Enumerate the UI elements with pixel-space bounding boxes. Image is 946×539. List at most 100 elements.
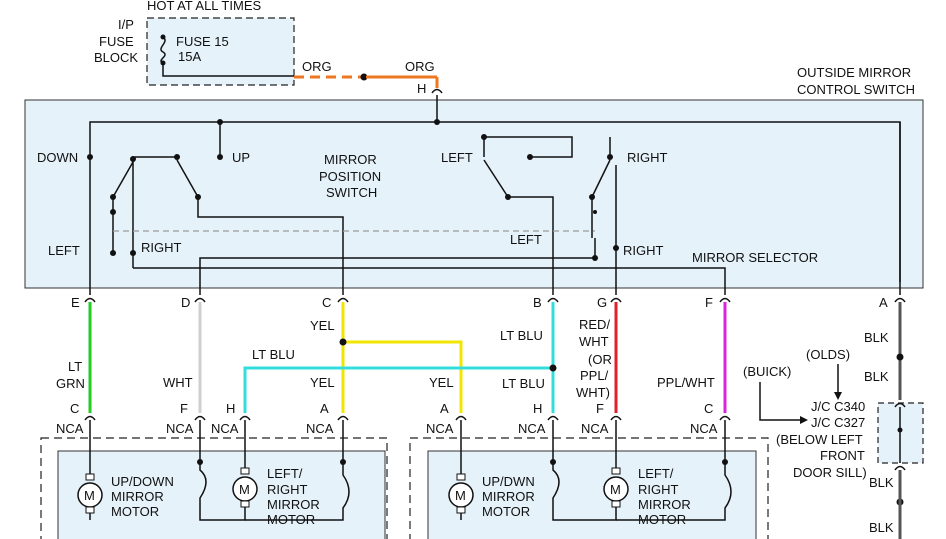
left-updown-label-2: MIRROR	[111, 489, 164, 504]
right-leftright-label-3: MIRROR	[638, 497, 691, 512]
nca-label-5: NCA	[426, 421, 454, 436]
red-wht-label-3: (OR	[588, 352, 612, 367]
lt-blu-cross-label: LT BLU	[252, 347, 295, 362]
switch-terminal-c: C	[322, 295, 331, 310]
left-mirror-inner	[57, 450, 386, 539]
org-label-left: ORG	[302, 59, 332, 74]
control-switch-internal-wiring	[87, 95, 901, 295]
junction-upper-connector	[894, 402, 906, 408]
mirror-selector-label: MIRROR SELECTOR	[692, 250, 818, 265]
hot-at-all-times-label: HOT AT ALL TIMES	[147, 0, 261, 13]
right-bottom-label: RIGHT	[623, 243, 664, 258]
blk-label-3: BLK	[869, 475, 894, 490]
motor-icon: M	[448, 473, 474, 514]
blk-label-2: BLK	[864, 369, 889, 384]
grn-label: GRN	[56, 376, 85, 391]
position-switch-label-2: POSITION	[319, 169, 381, 184]
motor-terminal-right-a: A	[440, 401, 449, 416]
motor-icon: M	[603, 467, 629, 508]
left-leftright-label-3: MIRROR	[267, 497, 320, 512]
motor-terminal-left-a: A	[320, 401, 329, 416]
yellow-splice-dot	[339, 338, 347, 346]
lt-blu-top-label: LT BLU	[500, 328, 543, 343]
junction-dot	[897, 427, 903, 433]
motor-icon: M	[232, 467, 258, 508]
lt-blu-wire-cross	[243, 366, 553, 413]
up-label: UP	[232, 150, 250, 165]
motor-terminal-left-c: C	[70, 401, 79, 416]
motor-icon: M	[77, 473, 103, 514]
red-wht-label-5: WHT)	[576, 385, 610, 400]
switch-terminal-e: E	[71, 295, 80, 310]
nca-label-2: NCA	[166, 421, 194, 436]
nca-label-4: NCA	[306, 421, 334, 436]
terminal-h-connector	[431, 88, 443, 94]
terminal-h-label: H	[417, 81, 426, 96]
right-updown-label-3: MOTOR	[482, 504, 530, 519]
control-switch-box	[24, 99, 924, 289]
position-switch-label-1: MIRROR	[324, 152, 377, 167]
blk-label-1: BLK	[864, 330, 889, 345]
switch-connectors	[84, 297, 906, 303]
svg-text:M: M	[84, 488, 95, 503]
right-updown-label-1: UP/DWN	[482, 474, 535, 489]
right-leftright-label-4: MOTOR	[638, 512, 686, 527]
junction-lower-connector	[894, 465, 906, 471]
olds-arrowhead	[834, 392, 842, 400]
right-bottom-left-label: RIGHT	[141, 240, 182, 255]
buick-label: (BUICK)	[743, 364, 791, 379]
motor-terminal-right-c: C	[704, 401, 713, 416]
red-wht-label-1: RED/	[579, 317, 610, 332]
switch-terminal-f: F	[705, 295, 713, 310]
fuse-rating: 15A	[178, 49, 201, 64]
yellow-wire-cross	[343, 340, 463, 413]
jc2-label: J/C C327	[811, 415, 865, 430]
yel-top-label: YEL	[310, 318, 335, 333]
left-leftright-label-4: MOTOR	[267, 512, 315, 527]
jc1-label: J/C C340	[811, 399, 865, 414]
fuse-name: FUSE 15	[176, 34, 229, 49]
position-switch-label-3: SWITCH	[326, 185, 377, 200]
right-updown-label-2: MIRROR	[482, 489, 535, 504]
left-mid-label: LEFT	[510, 232, 542, 247]
left-mirror-outer	[40, 437, 388, 539]
buick-arrow	[759, 382, 800, 421]
fuse-block-label-2: FUSE	[99, 34, 134, 49]
buick-arrowhead	[800, 416, 808, 424]
org-label-right: ORG	[405, 59, 435, 74]
nca-label-7: NCA	[581, 421, 609, 436]
nca-label-6: NCA	[518, 421, 546, 436]
switch-terminal-g: G	[597, 295, 607, 310]
fuse-block-box	[146, 17, 295, 86]
motor-terminal-right-f: F	[596, 401, 604, 416]
nca-label-8: NCA	[690, 421, 718, 436]
control-switch-title-2: CONTROL SWITCH	[797, 82, 915, 97]
yel-mid-label: YEL	[310, 375, 335, 390]
lt-label: LT	[68, 359, 82, 374]
nca-label-1: NCA	[56, 421, 84, 436]
below-label-2: FRONT	[820, 448, 865, 463]
left-updown-label-3: MOTOR	[111, 504, 159, 519]
svg-text:M: M	[610, 482, 621, 497]
left-leftright-label-1: LEFT/	[267, 466, 303, 481]
blk-label-4: BLK	[869, 520, 894, 535]
switch-terminal-b: B	[533, 295, 542, 310]
right-mirror-inner	[427, 450, 757, 539]
wht-label: WHT	[163, 375, 193, 390]
olds-label: (OLDS)	[806, 347, 850, 362]
red-wht-label-4: PPL/	[580, 368, 609, 383]
right-mirror-wiring	[460, 420, 732, 521]
right-top-label: RIGHT	[627, 150, 668, 165]
left-top-label: LEFT	[441, 150, 473, 165]
orange-splice-dot	[360, 73, 368, 81]
motor-terminal-left-h: H	[226, 401, 235, 416]
right-leftright-label-1: LEFT/	[638, 466, 674, 481]
yel-right-label: YEL	[429, 375, 454, 390]
red-wht-label-2: WHT	[579, 334, 609, 349]
left-leftright-label-2: RIGHT	[267, 482, 308, 497]
black-wire-dot-1	[896, 353, 904, 361]
lt-blu-bottom-label: LT BLU	[502, 376, 545, 391]
down-label: DOWN	[37, 150, 78, 165]
motor-terminal-left-f: F	[180, 401, 188, 416]
